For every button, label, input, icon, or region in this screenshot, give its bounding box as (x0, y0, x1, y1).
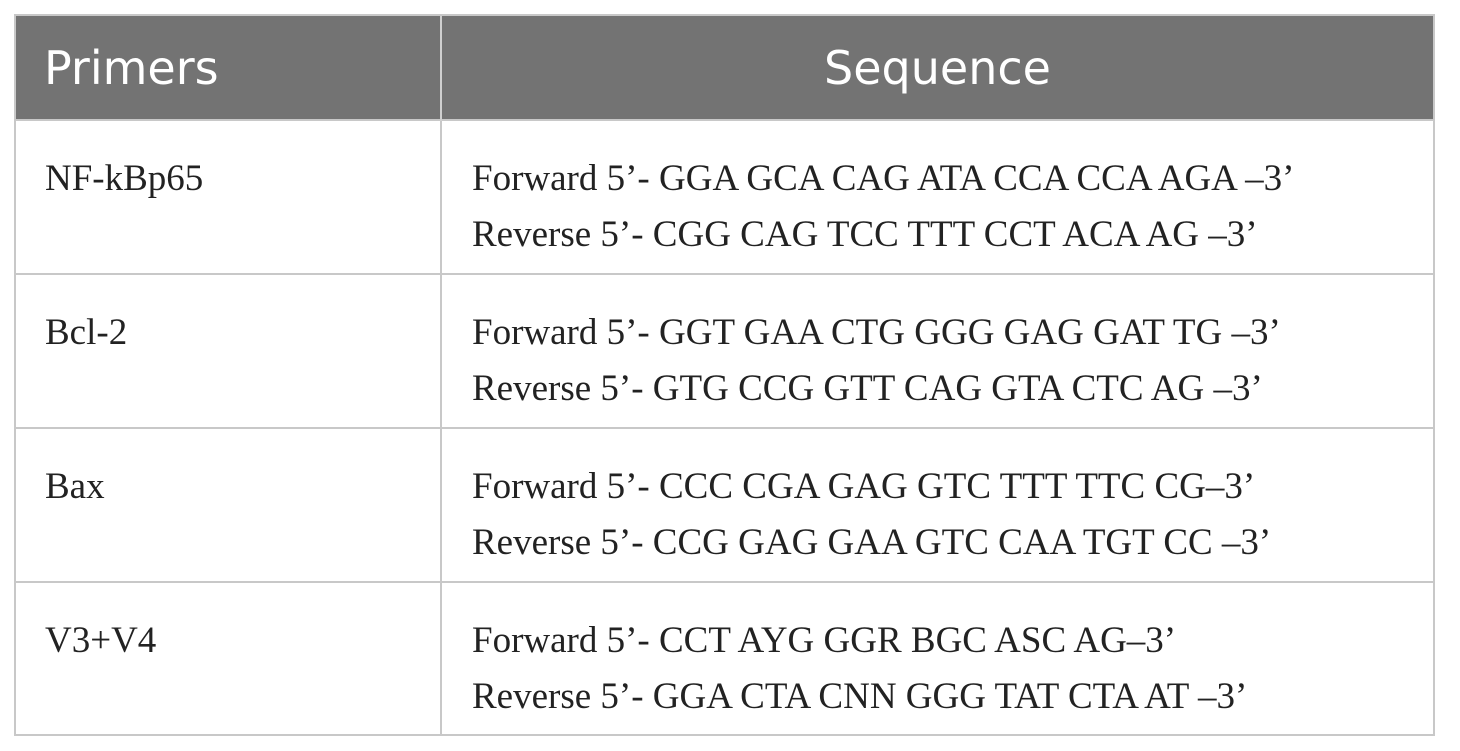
sequence-cell: Forward 5’- GGT GAA CTG GGG GAG GAT TG –… (441, 273, 1433, 428)
primer-name: NF-kBp65 (45, 158, 204, 199)
reverse-sequence: Reverse 5’- GTG CCG GTT CAG GTA CTC AG –… (472, 368, 1263, 409)
table-row: Bax Forward 5’- CCC CGA GAG GTC TTT TTC … (16, 427, 1433, 582)
reverse-sequence: Reverse 5’- CCG GAG GAA GTC CAA TGT CC –… (472, 522, 1272, 563)
sequence-cell: Forward 5’- CCC CGA GAG GTC TTT TTC CG–3… (441, 427, 1433, 582)
header-sequence: Sequence (441, 16, 1433, 120)
sequence-cell: Forward 5’- GGA GCA CAG ATA CCA CCA AGA … (441, 119, 1433, 274)
table-header-row: Primers Sequence (16, 16, 1433, 120)
primer-table: Primers Sequence NF-kBp65 Forward 5’- GG… (16, 16, 1433, 736)
primer-name: Bax (45, 466, 105, 507)
table-row: NF-kBp65 Forward 5’- GGA GCA CAG ATA CCA… (16, 119, 1433, 274)
header-primers: Primers (16, 16, 442, 120)
forward-sequence: Forward 5’- GGA GCA CAG ATA CCA CCA AGA … (472, 158, 1295, 199)
primer-name: V3+V4 (45, 620, 157, 661)
primer-name-cell: V3+V4 (16, 581, 442, 736)
primer-name-cell: NF-kBp65 (16, 119, 442, 274)
primer-name-cell: Bcl-2 (16, 273, 442, 428)
table-row: Bcl-2 Forward 5’- GGT GAA CTG GGG GAG GA… (16, 273, 1433, 428)
reverse-sequence: Reverse 5’- CGG CAG TCC TTT CCT ACA AG –… (472, 214, 1258, 255)
primer-name: Bcl-2 (45, 312, 128, 353)
forward-sequence: Forward 5’- CCT AYG GGR BGC ASC AG–3’ (472, 620, 1177, 661)
sequence-cell: Forward 5’- CCT AYG GGR BGC ASC AG–3’ Re… (441, 581, 1433, 736)
table-row: V3+V4 Forward 5’- CCT AYG GGR BGC ASC AG… (16, 581, 1433, 736)
reverse-sequence: Reverse 5’- GGA CTA CNN GGG TAT CTA AT –… (472, 676, 1248, 717)
primer-table-container: Primers Sequence NF-kBp65 Forward 5’- GG… (14, 14, 1435, 736)
forward-sequence: Forward 5’- CCC CGA GAG GTC TTT TTC CG–3… (472, 466, 1256, 507)
forward-sequence: Forward 5’- GGT GAA CTG GGG GAG GAT TG –… (472, 312, 1281, 353)
primer-name-cell: Bax (16, 427, 442, 582)
